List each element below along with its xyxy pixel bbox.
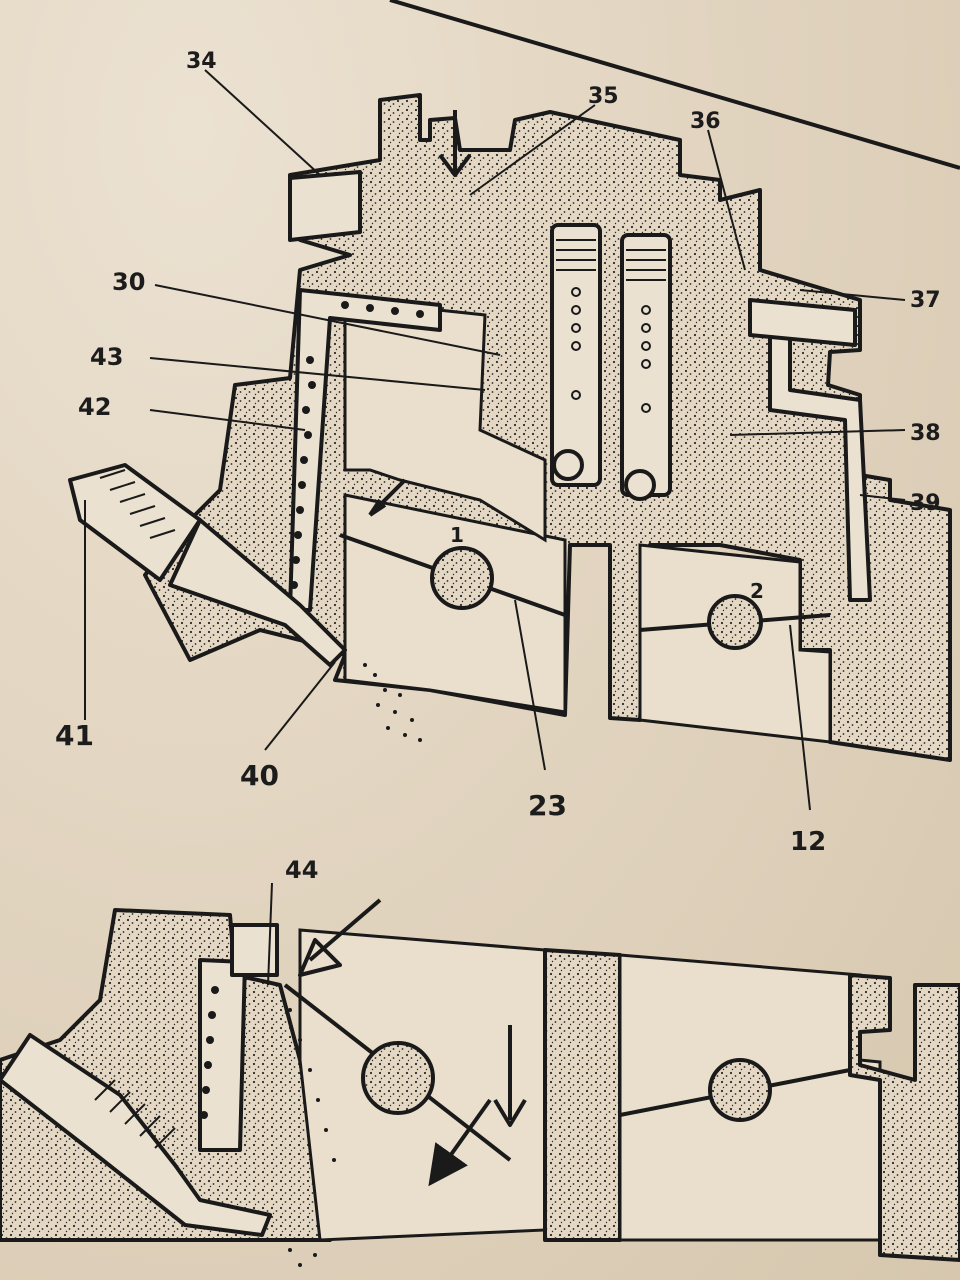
label-30: 30 (112, 268, 145, 296)
leader-lines (84, 69, 906, 811)
bottom-diagram: 44 (0, 856, 960, 1267)
bottom-rotation-arrow (428, 1098, 492, 1187)
emulsion-tube-1 (550, 223, 602, 487)
bottom-nozzle (0, 1033, 272, 1237)
inlet-arrow (438, 110, 472, 177)
throttle-valve-1 (339, 533, 566, 617)
bottom-body (0, 908, 332, 1242)
throttle-valve-2 (639, 594, 831, 650)
mixture-screw (68, 463, 347, 667)
label-41: 41 (55, 719, 94, 752)
bottom-fuel-spray (288, 1008, 336, 1267)
leader-44 (267, 882, 273, 986)
bottom-idle-passage (198, 958, 247, 1152)
bottom-passage-dots (200, 986, 219, 1119)
inlet-fitting (288, 170, 362, 242)
emulsion-tube-2 (620, 233, 672, 501)
bottom-right-body (848, 973, 960, 1262)
label-12: 12 (790, 827, 826, 857)
fuel-spray (363, 663, 422, 742)
label-2: 2 (750, 579, 764, 603)
bottom-throttle-valve-1 (283, 983, 512, 1162)
label-39: 39 (910, 491, 941, 516)
page-border (389, 0, 960, 170)
label-43: 43 (90, 343, 123, 371)
label-38: 38 (910, 421, 941, 446)
right-passage (768, 328, 872, 602)
label-40: 40 (240, 759, 279, 792)
label-42: 42 (78, 393, 111, 421)
bottom-column (543, 948, 622, 1242)
bottom-down-arrow (493, 1025, 527, 1127)
label-36: 36 (690, 109, 721, 134)
bottom-throttle-valve-2 (619, 1058, 851, 1122)
label-34: 34 (186, 49, 217, 74)
airflow-arrow (368, 478, 407, 517)
top-diagram: 34 35 36 37 30 43 42 38 39 1 2 41 40 23 … (55, 49, 952, 857)
right-fitting (748, 298, 857, 347)
label-44: 44 (285, 856, 318, 884)
label-35: 35 (588, 84, 619, 109)
bottom-air-arrow (298, 898, 382, 977)
label-1: 1 (450, 523, 464, 547)
label-23: 23 (528, 789, 567, 822)
label-37: 37 (910, 288, 941, 313)
fuel-chamber (343, 298, 547, 543)
